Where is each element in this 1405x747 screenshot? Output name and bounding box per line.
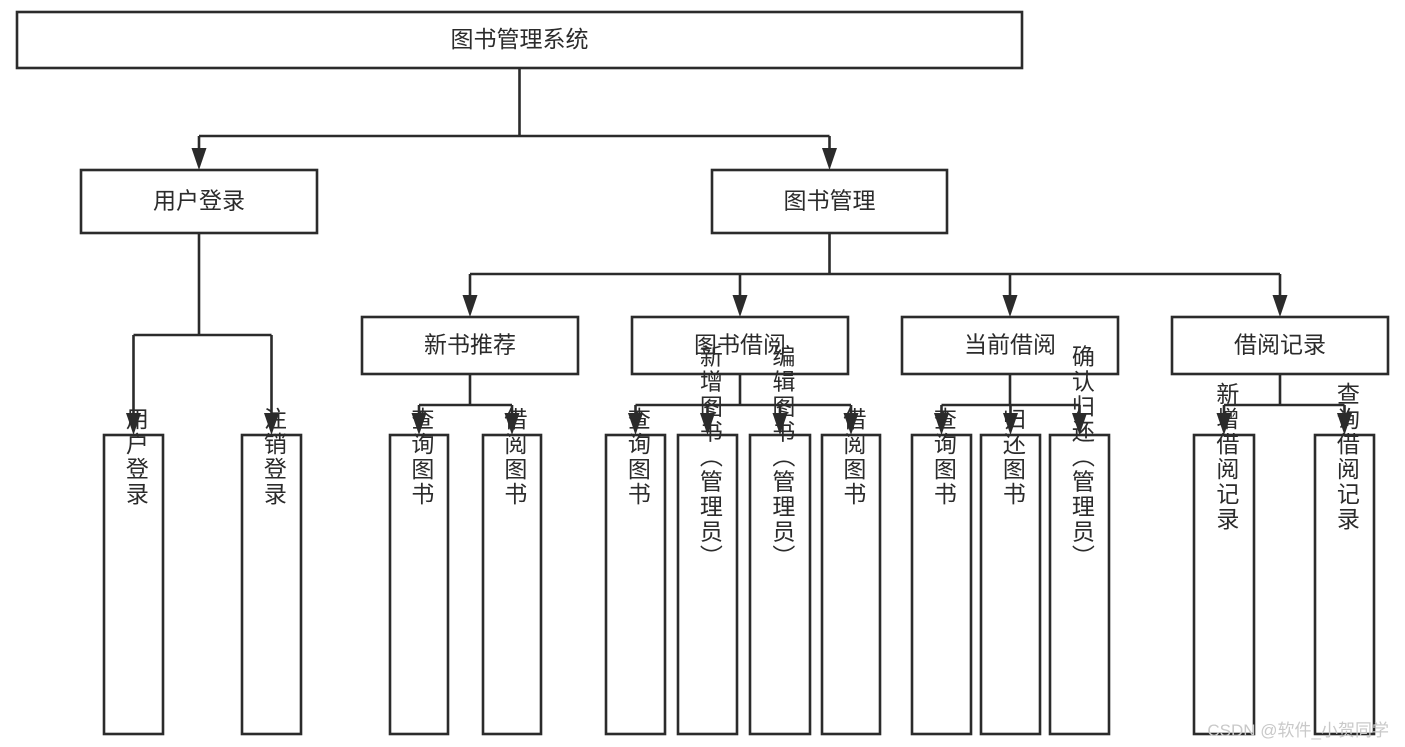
node-leaf-confirm-return[interactable]: 确认归还（管理员）	[1048, 345, 1111, 736]
node-label: 借阅图书	[840, 407, 867, 507]
connector-layer	[126, 68, 1352, 435]
node-label: 图书借阅	[694, 332, 786, 358]
node-box	[102, 433, 165, 736]
node-leaf-user-login[interactable]: 用户登录	[102, 407, 165, 736]
connector-arrowhead	[1003, 413, 1018, 435]
node-leaf-query-book-rec[interactable]: 查询图书	[388, 407, 450, 736]
connector-conn-newbook-to-leaves	[411, 374, 520, 435]
node-box	[910, 433, 973, 736]
node-label: 查询图书	[624, 407, 651, 507]
connector-conn-bookborrow-to-leaves	[628, 374, 859, 435]
node-box	[240, 433, 303, 736]
connector-arrowhead	[628, 413, 643, 435]
connector-conn-bookmanage-to-level3	[462, 233, 1288, 317]
node-label: 查询借阅记录	[1333, 382, 1360, 532]
connector-arrowhead	[934, 413, 949, 435]
connector-arrowhead	[1216, 413, 1232, 435]
node-box	[388, 433, 450, 736]
node-label: 归还图书	[999, 407, 1026, 507]
node-box	[604, 433, 667, 736]
node-label: 确认归还（管理员）	[1068, 345, 1095, 570]
node-leaf-return-book[interactable]: 归还图书	[979, 407, 1042, 736]
node-label: 借阅记录	[1234, 332, 1326, 358]
connector-arrowhead	[411, 413, 427, 435]
connector-arrowhead	[1002, 295, 1018, 317]
node-label: 图书管理	[784, 188, 876, 214]
node-box	[979, 433, 1042, 736]
node-box	[15, 10, 1024, 70]
node-leaf-borrow-book-rec[interactable]: 借阅图书	[481, 407, 543, 736]
node-box	[1048, 433, 1111, 736]
node-box	[1192, 433, 1256, 736]
connector-arrowhead	[126, 413, 141, 435]
node-current-borrow[interactable]: 当前借阅	[900, 315, 1120, 376]
node-box	[820, 433, 882, 736]
node-box	[1313, 433, 1376, 736]
connector-arrowhead	[1072, 413, 1087, 435]
node-book-borrow[interactable]: 图书借阅	[630, 315, 850, 376]
node-leaf-query-record[interactable]: 查询借阅记录	[1313, 382, 1376, 736]
connector-conn-root-to-level2	[191, 68, 837, 170]
node-root[interactable]: 图书管理系统	[15, 10, 1024, 70]
watermark-label: CSDN @软件_小贺同学	[1207, 721, 1389, 740]
node-layer: 图书管理系统用户登录图书管理新书推荐图书借阅当前借阅借阅记录用户登录注销登录查询…	[15, 10, 1390, 736]
node-label: 新增借阅记录	[1213, 382, 1240, 532]
node-label: 借阅图书	[501, 407, 528, 507]
node-label: 新书推荐	[424, 332, 516, 358]
node-book-manage[interactable]: 图书管理	[710, 168, 949, 235]
node-label: 新增图书（管理员）	[696, 345, 723, 570]
connector-conn-userlogin-to-leaves	[126, 233, 279, 435]
node-label: 用户登录	[122, 407, 149, 507]
connector-arrowhead	[822, 148, 837, 170]
node-box	[748, 433, 812, 736]
node-label: 用户登录	[153, 188, 245, 214]
connector-arrowhead	[700, 413, 715, 435]
node-label: 当前借阅	[964, 332, 1056, 358]
connector-arrowhead	[191, 148, 207, 170]
node-box	[79, 168, 319, 235]
connector-arrowhead	[462, 295, 478, 317]
node-box	[710, 168, 949, 235]
connector-conn-currentborrow-to-leaves	[934, 374, 1087, 435]
node-user-login[interactable]: 用户登录	[79, 168, 319, 235]
node-leaf-borrow-book[interactable]: 借阅图书	[820, 407, 882, 736]
node-label: 注销登录	[260, 407, 287, 507]
node-box	[630, 315, 850, 376]
node-leaf-logout[interactable]: 注销登录	[240, 407, 303, 736]
node-new-book-rec[interactable]: 新书推荐	[360, 315, 580, 376]
node-label: 查询图书	[408, 407, 435, 507]
node-leaf-query-book-borrow[interactable]: 查询图书	[604, 407, 667, 736]
node-label: 图书管理系统	[451, 26, 589, 52]
node-label: 编辑图书（管理员）	[769, 345, 796, 570]
node-box	[900, 315, 1120, 376]
node-label: 查询图书	[930, 407, 957, 507]
connector-arrowhead	[1337, 413, 1352, 435]
node-borrow-record[interactable]: 借阅记录	[1170, 315, 1390, 376]
node-leaf-edit-book[interactable]: 编辑图书（管理员）	[748, 345, 812, 736]
connector-arrowhead	[504, 413, 520, 435]
node-leaf-add-record[interactable]: 新增借阅记录	[1192, 382, 1256, 736]
connector-arrowhead	[772, 413, 788, 435]
connector-arrowhead	[843, 413, 859, 435]
node-leaf-add-book[interactable]: 新增图书（管理员）	[676, 345, 739, 736]
node-box	[360, 315, 580, 376]
connector-arrowhead	[264, 413, 279, 435]
node-box	[676, 433, 739, 736]
connector-arrowhead	[1272, 295, 1288, 317]
node-box	[1170, 315, 1390, 376]
node-box	[481, 433, 543, 736]
connector-conn-borrowrecord-to-leaves	[1216, 374, 1352, 435]
connector-arrowhead	[732, 295, 748, 317]
node-leaf-query-book-current[interactable]: 查询图书	[910, 407, 973, 736]
